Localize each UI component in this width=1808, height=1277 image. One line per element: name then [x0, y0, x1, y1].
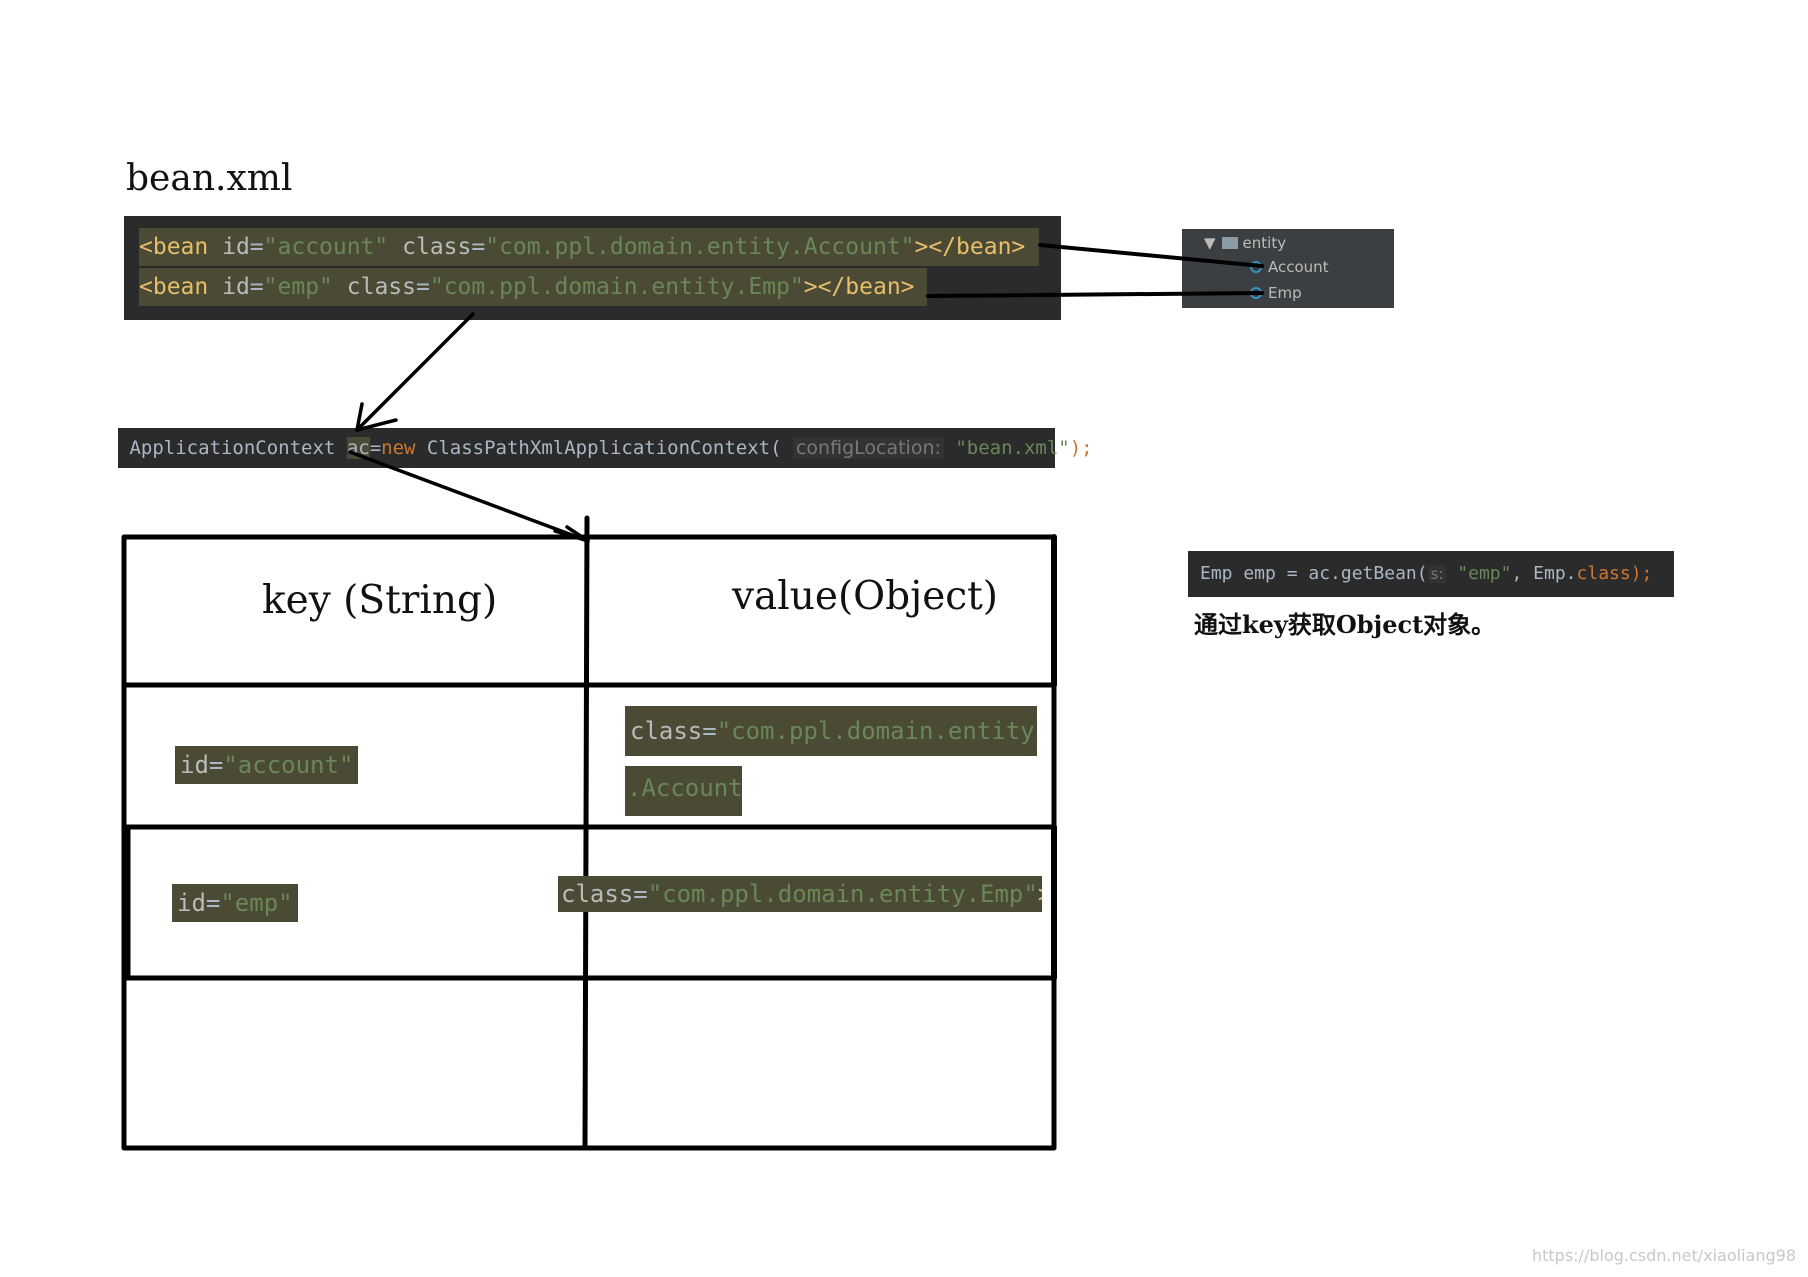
arrowhead-context — [355, 402, 398, 432]
xml-attr-id: id — [208, 274, 250, 300]
xml-eq: = — [249, 274, 264, 300]
getbean-class-keyword: class — [1576, 563, 1631, 584]
xml-eq: = — [471, 234, 486, 260]
ctx-eq: = — [369, 437, 382, 459]
connector-emp-line — [926, 291, 1264, 298]
diagram-title: bean.xml — [126, 158, 293, 199]
table-value-account-part2: .Account" — [625, 766, 742, 816]
getbean-comma: , Emp. — [1511, 563, 1577, 584]
getbean-end: ); — [1630, 563, 1653, 584]
application-context-line: ApplicationContext ac=new ClassPathXmlAp… — [118, 428, 1093, 468]
getbean-code-line: Emp emp = ac.getBean(s: "emp", Emp.class… — [1188, 551, 1674, 597]
xml-id-value: "account" — [263, 234, 389, 260]
table-header-key: key (String) — [262, 578, 498, 623]
table-value-account-part1: class="com.ppl.domain.entity — [625, 706, 1037, 756]
expand-triangle-icon[interactable]: ▼ — [1204, 234, 1216, 252]
xml-attr-class: class — [332, 274, 416, 300]
tree-item-label: Account — [1268, 258, 1329, 276]
arrow-context-to-table — [348, 450, 590, 543]
table-key-account: id="account" — [175, 746, 359, 784]
xml-class-value: "com.ppl.domain.entity.Emp" — [429, 274, 804, 300]
xml-tag-open: <bean — [139, 274, 209, 300]
ctx-end: ); — [1069, 437, 1093, 459]
getbean-lhs: Emp emp = ac.getBean( — [1200, 563, 1428, 584]
xml-code-block: <bean id="account" class="com.ppl.domain… — [124, 216, 1061, 320]
xml-class-value: "com.ppl.domain.entity.Account" — [485, 234, 915, 260]
arrow-xml-to-context — [355, 312, 475, 432]
xml-attr-class: class — [388, 234, 472, 260]
connector-account-line — [1038, 243, 1264, 268]
xml-id-value: "emp" — [263, 274, 333, 300]
table-column-divider — [582, 515, 590, 1151]
table-value-emp: class="com.ppl.domain.entity.Emp"> — [558, 876, 1042, 912]
getbean-arg: "emp" — [1457, 563, 1512, 584]
watermark: https://blog.csdn.net/xiaoliang98 — [1531, 1246, 1796, 1265]
folder-icon — [1221, 237, 1238, 249]
xml-eq: = — [249, 234, 264, 260]
xml-tag-open: <bean — [139, 234, 209, 260]
tree-item-label: Emp — [1268, 284, 1302, 302]
tree-folder-entity[interactable]: ▼ entity — [1204, 232, 1286, 254]
xml-tag-close: ></bean> — [803, 274, 915, 300]
tree-folder-label: entity — [1242, 234, 1287, 252]
ctx-type: ApplicationContext — [129, 437, 336, 459]
xml-eq: = — [416, 274, 430, 300]
xml-line-account: <bean id="account" class="com.ppl.domain… — [139, 228, 1039, 266]
table-key-emp: id="emp" — [172, 884, 298, 922]
ctx-constructor: ClassPathXmlApplicationContext( — [415, 437, 782, 459]
xml-tag-close: ></bean> — [914, 234, 1026, 260]
ctx-arg: "bean.xml" — [955, 437, 1070, 459]
xml-attr-id: id — [208, 234, 250, 260]
table-header-value: value(Object) — [732, 574, 999, 619]
ctx-param-hint: configLocation: — [792, 437, 944, 459]
getbean-caption: 通过key获取Object对象。 — [1194, 610, 1496, 639]
getbean-param-hint: s: — [1427, 565, 1447, 583]
xml-line-emp: <bean id="emp" class="com.ppl.domain.ent… — [139, 268, 927, 306]
ctx-new-keyword: new — [381, 437, 416, 459]
